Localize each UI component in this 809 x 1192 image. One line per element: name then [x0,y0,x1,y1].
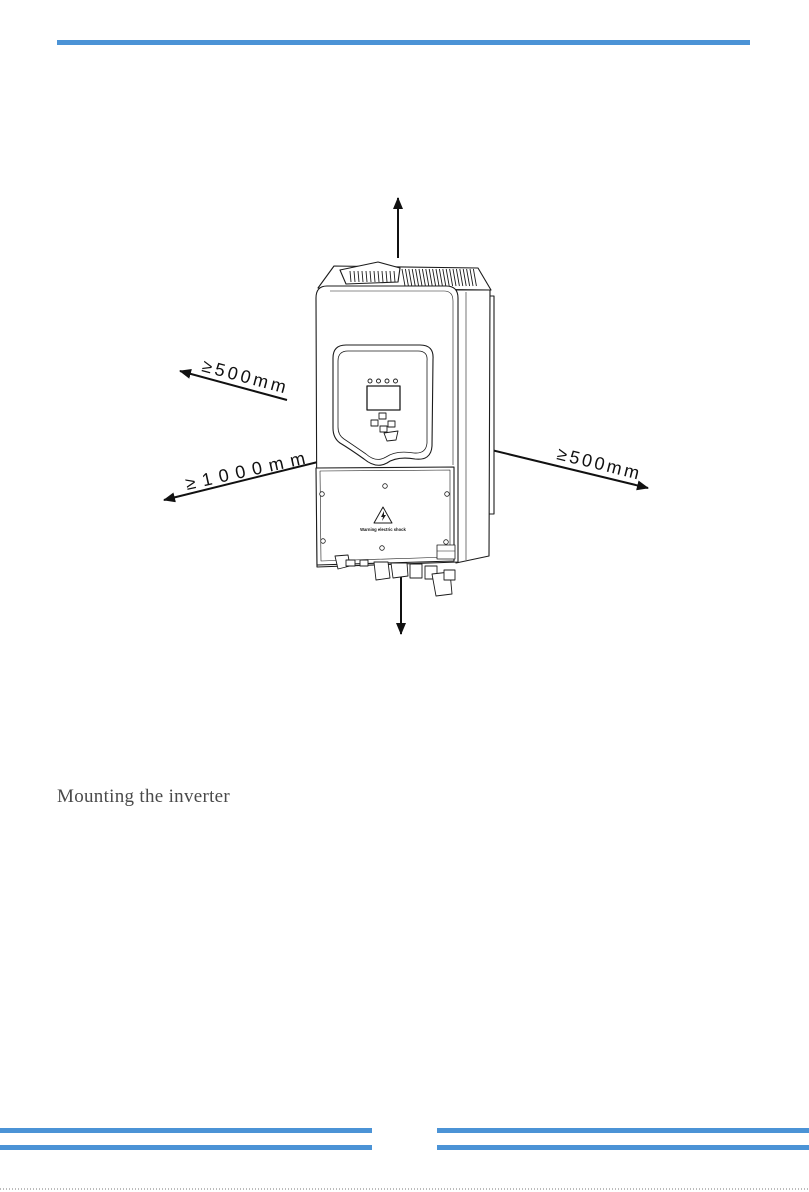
inverter-illustration: Warning electric shock [316,262,494,596]
side-face [456,290,490,563]
button-down [380,426,387,432]
section-heading: Mounting the inverter [57,786,230,808]
footer-rule-right-bottom [437,1145,809,1150]
gland-4 [391,563,408,578]
button-enter [384,431,398,441]
gland-3 [374,562,390,580]
gland-5 [410,564,422,578]
side-connector [437,545,455,559]
gland-1 [346,560,355,566]
cover-warning-label: Warning electric shock [360,527,406,532]
button-up [379,413,386,419]
button-left [371,420,378,426]
gland-right-cap [444,570,455,580]
footer-rule-left-bottom [0,1145,372,1150]
clearance-label-left-upper: ≥500mm [200,356,288,398]
clearance-label-left-lower: ≥1000mm [184,448,307,494]
button-right [388,421,395,427]
lcd-screen [367,386,400,410]
footer-rule-left-top [0,1128,372,1133]
header-rule [57,40,750,45]
clearance-label-right: ≥500mm [555,443,641,483]
footer-rules [0,1128,809,1150]
footer-rule-right-top [437,1128,809,1133]
gland-2 [360,560,368,566]
